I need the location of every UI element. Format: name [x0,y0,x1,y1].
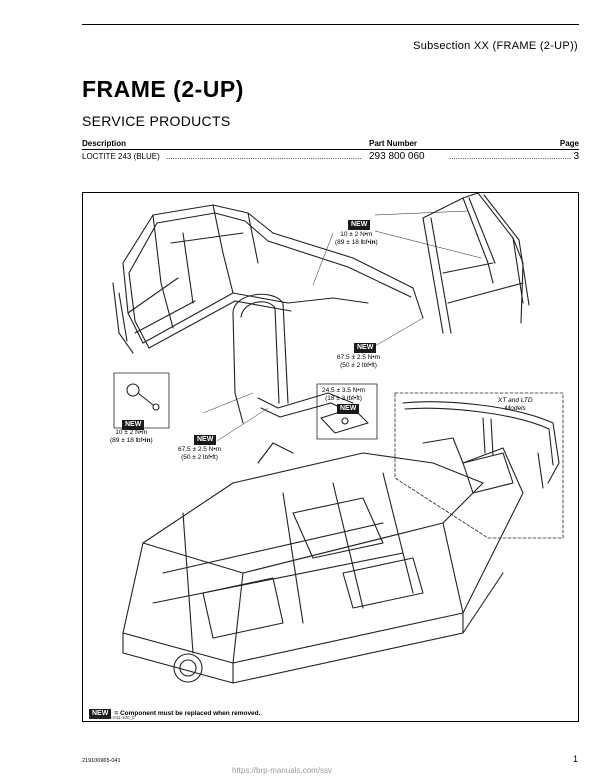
new-badge: NEW [89,709,112,719]
page-title: FRAME (2-UP) [82,76,244,102]
xt-ltd-label: XT and LTD Models [498,397,533,412]
torque-callout: 67.5 ± 2.5 N•m (50 ± 2 lbf•ft) [178,446,222,461]
new-badge: NEW [194,435,217,445]
page-number: 1 [572,754,578,764]
table-row: LOCTITE 243 (BLUE) .....................… [82,150,579,162]
part-number-header: Part Number [369,139,418,148]
torque-callout: 10 ± 2 N•m (89 ± 18 lbf•in) [110,429,153,444]
legend: NEW= Component must be replaced when rem… [89,709,260,719]
footer-code: 219100965-041 [82,758,121,764]
new-badge: NEW [337,404,360,414]
new-badge: NEW [348,220,371,230]
frame-illustration [112,193,564,684]
header-rule [82,24,579,25]
product-description: LOCTITE 243 (BLUE) [82,152,160,161]
page-header: Page [559,139,579,148]
watermark-url: https://brp-manuals.com/ssv [232,766,333,775]
leader-dots: ........................................… [449,152,571,161]
service-products-table: Description Part Number Page LOCTITE 243… [82,137,579,162]
new-badge: NEW [354,343,377,353]
torque-callout: 10 ± 2 N•m (89 ± 18 lbf•in) [335,231,378,246]
figure-code: 219100965-041-100_b [89,715,135,720]
frame-figure: NEW 10 ± 2 N•m (89 ± 18 lbf•in) NEW 67.5… [82,192,579,722]
new-badge: NEW [122,420,145,430]
table-header: Description Part Number Page [82,137,579,150]
product-part-number: 293 800 060 [369,151,425,162]
product-page-link[interactable]: 3 [573,151,579,162]
torque-callout: 24.5 ± 3.5 N•m (18 ± 3 lbf•ft) [322,387,366,402]
subsection-header: Subsection XX (FRAME (2-UP)) [413,40,578,52]
description-header: Description [82,139,127,148]
section-heading: SERVICE PRODUCTS [82,113,231,129]
legend-text: = Component must be replaced when remove… [114,710,261,717]
torque-callout: 67.5 ± 2.5 N•m (50 ± 2 lbf•ft) [337,354,381,369]
leader-dots: ........................................… [166,152,362,161]
